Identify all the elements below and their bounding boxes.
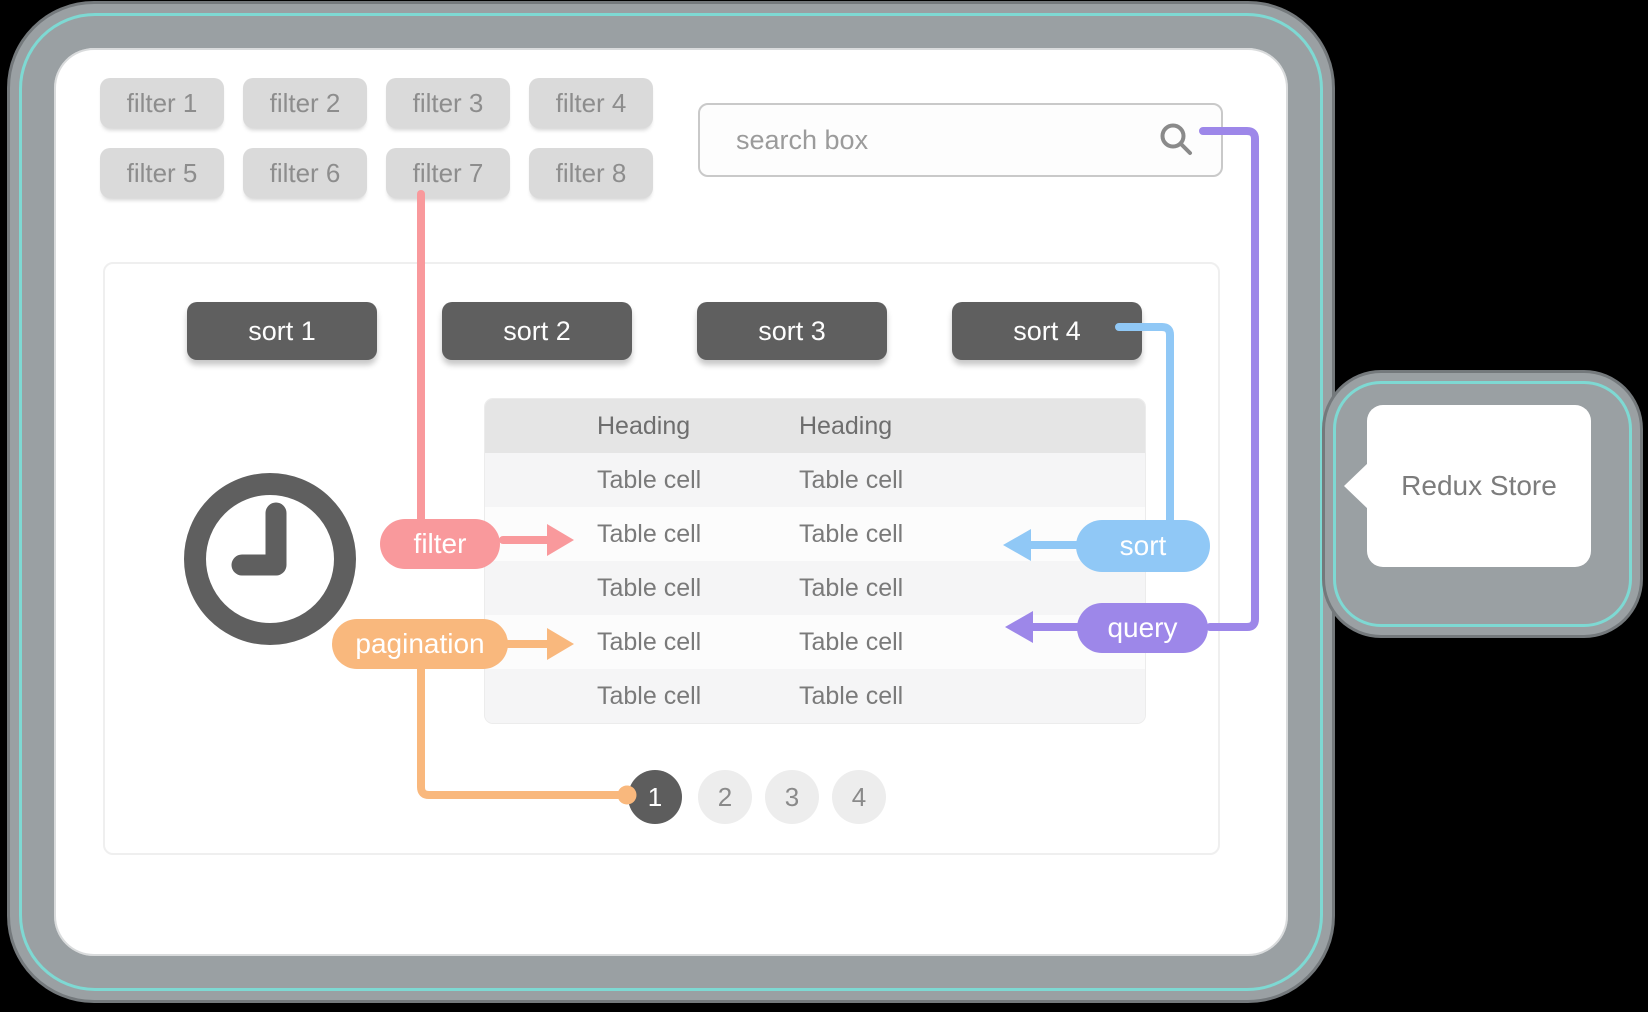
- sort-3-button[interactable]: sort 3: [697, 302, 887, 360]
- filter-button-group: filter 1 filter 2 filter 3 filter 4 filt…: [100, 78, 653, 198]
- search-box: [698, 103, 1223, 177]
- table-header-row: Heading Heading: [485, 399, 1145, 453]
- data-table: Heading Heading Table cell Table cell Ta…: [485, 399, 1145, 723]
- filter-3-button[interactable]: filter 3: [386, 78, 510, 128]
- filter-7-button[interactable]: filter 7: [386, 148, 510, 198]
- content-panel: sort 1 sort 2 sort 3 sort 4 Heading Head…: [103, 262, 1220, 855]
- table-cell: Table cell: [597, 466, 702, 494]
- redux-store-bubble-tail: [1344, 462, 1369, 510]
- pagination-page-1[interactable]: 1: [628, 770, 682, 824]
- filter-5-button[interactable]: filter 5: [100, 148, 224, 198]
- search-icon[interactable]: [1157, 121, 1195, 159]
- table-cell: Table cell: [597, 520, 702, 548]
- pagination-page-3[interactable]: 3: [765, 770, 819, 824]
- table-cell: Table cell: [597, 682, 702, 710]
- table-header: Heading: [597, 412, 691, 440]
- filter-2-button[interactable]: filter 2: [243, 78, 367, 128]
- table-row: Table cell Table cell: [485, 669, 1145, 723]
- filter-8-button[interactable]: filter 8: [529, 148, 653, 198]
- filter-1-button[interactable]: filter 1: [100, 78, 224, 128]
- table-header: Heading: [799, 412, 893, 440]
- table-row: Table cell Table cell: [485, 615, 1145, 669]
- redux-store-label: Redux Store: [1401, 470, 1557, 501]
- table-row: Table cell Table cell: [485, 561, 1145, 615]
- table-cell: Table cell: [799, 628, 904, 656]
- filter-6-button[interactable]: filter 6: [243, 148, 367, 198]
- query-annotation-pill: query: [1077, 603, 1208, 653]
- table-cell: Table cell: [799, 574, 904, 602]
- search-input[interactable]: [698, 103, 1223, 177]
- sort-4-button[interactable]: sort 4: [952, 302, 1142, 360]
- redux-store-panel: Redux Store: [1325, 373, 1640, 635]
- table-cell: Table cell: [799, 520, 904, 548]
- filter-annotation-pill: filter: [380, 519, 500, 569]
- table-cell: Table cell: [597, 628, 702, 656]
- table-row: Table cell Table cell: [485, 507, 1145, 561]
- pagination-page-2[interactable]: 2: [698, 770, 752, 824]
- table-row: Table cell Table cell: [485, 453, 1145, 507]
- pagination-annotation-pill: pagination: [332, 619, 508, 669]
- sort-2-button[interactable]: sort 2: [442, 302, 632, 360]
- redux-store-bubble: Redux Store: [1367, 405, 1591, 567]
- table-cell: Table cell: [799, 682, 904, 710]
- filter-4-button[interactable]: filter 4: [529, 78, 653, 128]
- pagination-page-4[interactable]: 4: [832, 770, 886, 824]
- sort-annotation-pill: sort: [1076, 520, 1210, 572]
- table-cell: Table cell: [597, 574, 702, 602]
- sort-1-button[interactable]: sort 1: [187, 302, 377, 360]
- table-cell: Table cell: [799, 466, 904, 494]
